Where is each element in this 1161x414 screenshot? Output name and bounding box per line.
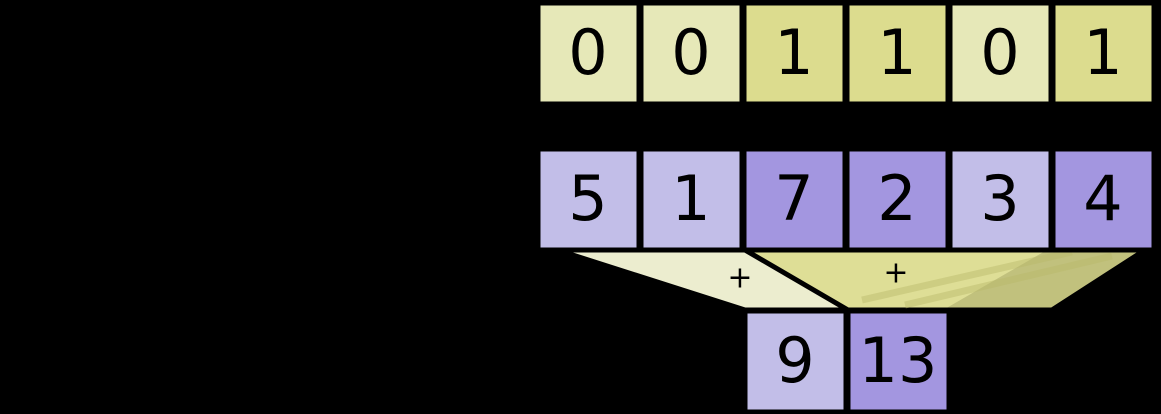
value-cell-label: 4: [1083, 162, 1122, 235]
flag-cell-4[interactable]: 0: [947, 0, 1054, 107]
result-cell-label: 13: [859, 324, 938, 397]
value-cell-1[interactable]: 1: [638, 146, 745, 253]
flag-cell-label: 1: [877, 16, 916, 89]
result-cell-1[interactable]: 13: [845, 308, 952, 414]
flag-cell-0[interactable]: 0: [535, 0, 642, 107]
flag-cell-label: 0: [568, 16, 607, 89]
value-cell-label: 5: [568, 162, 607, 235]
flag-cell-3[interactable]: 1: [844, 0, 951, 107]
value-cell-5[interactable]: 4: [1050, 146, 1157, 253]
value-cell-3[interactable]: 2: [844, 146, 951, 253]
value-cell-label: 2: [877, 162, 916, 235]
value-cell-label: 7: [774, 162, 813, 235]
funnel-stripes: [861, 248, 1113, 309]
result-cell-label: 9: [775, 324, 814, 397]
value-row: 5 1 7 2 3 4: [535, 146, 1157, 253]
operator-group: + +: [727, 256, 908, 296]
value-cell-label: 1: [671, 162, 710, 235]
result-row: 9 13: [742, 308, 952, 414]
flag-cell-5[interactable]: 1: [1050, 0, 1157, 107]
flag-cell-label: 0: [980, 16, 1019, 89]
value-cell-2[interactable]: 7: [741, 146, 848, 253]
result-cell-0[interactable]: 9: [742, 308, 849, 414]
plus-operator-right: +: [883, 256, 908, 291]
flag-cell-1[interactable]: 0: [638, 0, 745, 107]
flag-cell-2[interactable]: 1: [741, 0, 848, 107]
flag-cell-label: 0: [671, 16, 710, 89]
flag-row: 0 0 1 1 0 1: [535, 0, 1157, 107]
plus-operator-left: +: [727, 261, 752, 296]
flag-cell-label: 1: [774, 16, 813, 89]
funnel-group: [556, 247, 1154, 313]
flag-cell-label: 1: [1083, 16, 1122, 89]
value-cell-0[interactable]: 5: [535, 146, 642, 253]
value-cell-4[interactable]: 3: [947, 146, 1054, 253]
value-cell-label: 3: [980, 162, 1019, 235]
